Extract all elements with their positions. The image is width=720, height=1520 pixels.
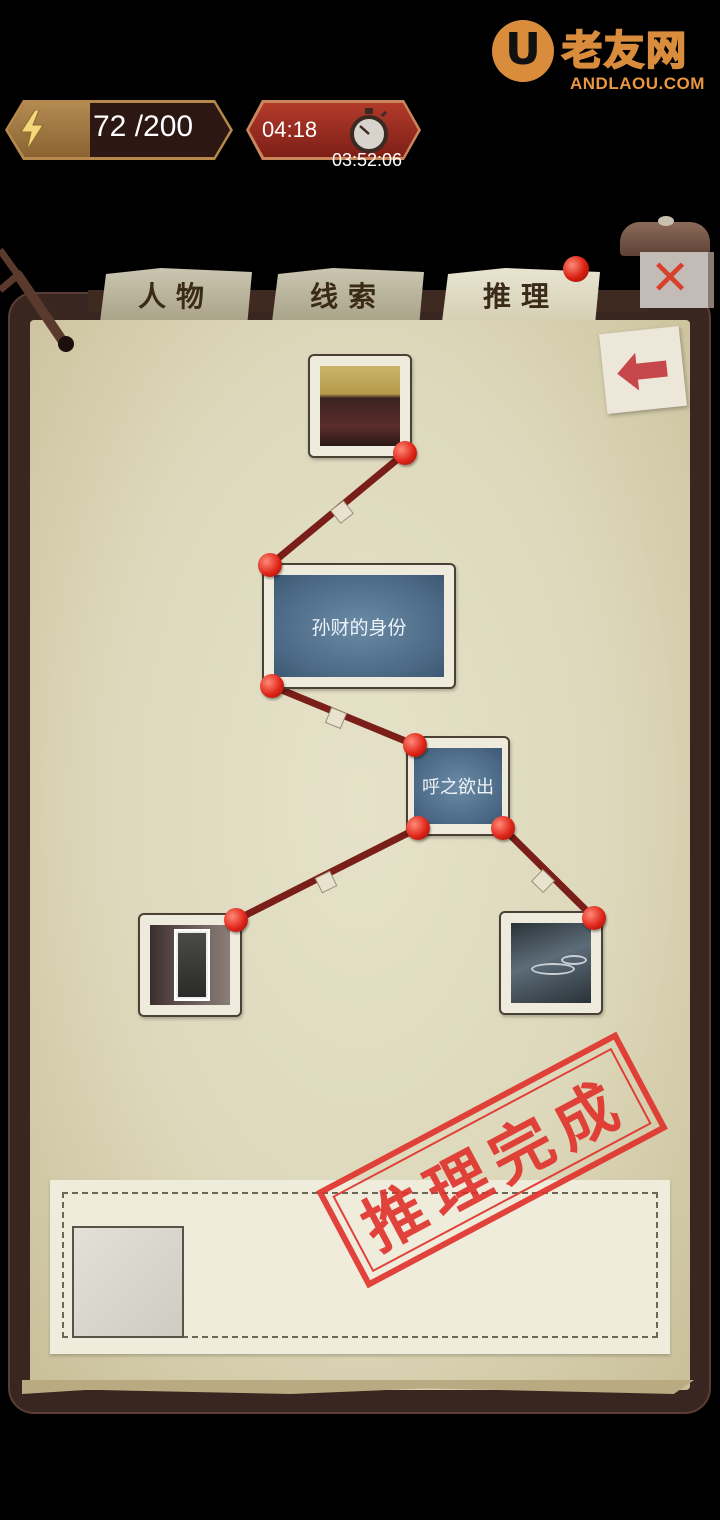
pin [406, 816, 430, 840]
coins-photo [511, 923, 591, 1003]
u-logo-icon [492, 20, 554, 82]
timer-sub-value: 03:52:06 [332, 150, 403, 170]
stopwatch-icon [350, 108, 388, 153]
pin [260, 674, 284, 698]
gold-box-photo [320, 366, 400, 446]
identity-label: 孙财的身份 [274, 575, 444, 677]
pin [491, 816, 515, 840]
lightning-bolt-icon [20, 110, 44, 150]
emerging-label: 呼之欲出 [414, 748, 502, 824]
clue-node-gold-box[interactable] [308, 354, 412, 458]
back-arrow-icon [617, 352, 668, 391]
pin [258, 553, 282, 577]
energy-counter[interactable]: 72 /200 [5, 100, 233, 160]
string-tie-icon [0, 247, 74, 352]
pin [582, 906, 606, 930]
clue-node-portrait[interactable] [138, 913, 242, 1017]
watermark-cn: 老友网 [561, 27, 688, 75]
energy-value: 72 /200 [93, 110, 194, 143]
timer-value: 04:18 [262, 117, 318, 142]
close-button[interactable]: ✕ [620, 212, 714, 308]
deduction-node-identity[interactable]: 孙财的身份 [262, 563, 456, 689]
watermark-en: ANDLAOU.COM [570, 74, 705, 93]
pin [224, 908, 248, 932]
close-x-icon: ✕ [650, 250, 691, 306]
pin [393, 441, 417, 465]
watermark-logo: 老友网 ANDLAOU.COM [492, 18, 705, 98]
clue-node-coins[interactable] [499, 911, 603, 1015]
back-button[interactable] [599, 326, 687, 414]
pin [403, 733, 427, 757]
tab-deduction[interactable]: 推理 [442, 268, 600, 322]
tab-clues[interactable]: 线索 [272, 268, 424, 322]
old-portrait-photo [150, 925, 230, 1005]
tab-characters[interactable]: 人物 [100, 268, 252, 322]
timer-counter[interactable]: 04:18 [246, 100, 421, 160]
detail-panel [50, 1180, 670, 1354]
notification-dot [563, 256, 589, 282]
detail-image-slot [72, 1226, 184, 1338]
